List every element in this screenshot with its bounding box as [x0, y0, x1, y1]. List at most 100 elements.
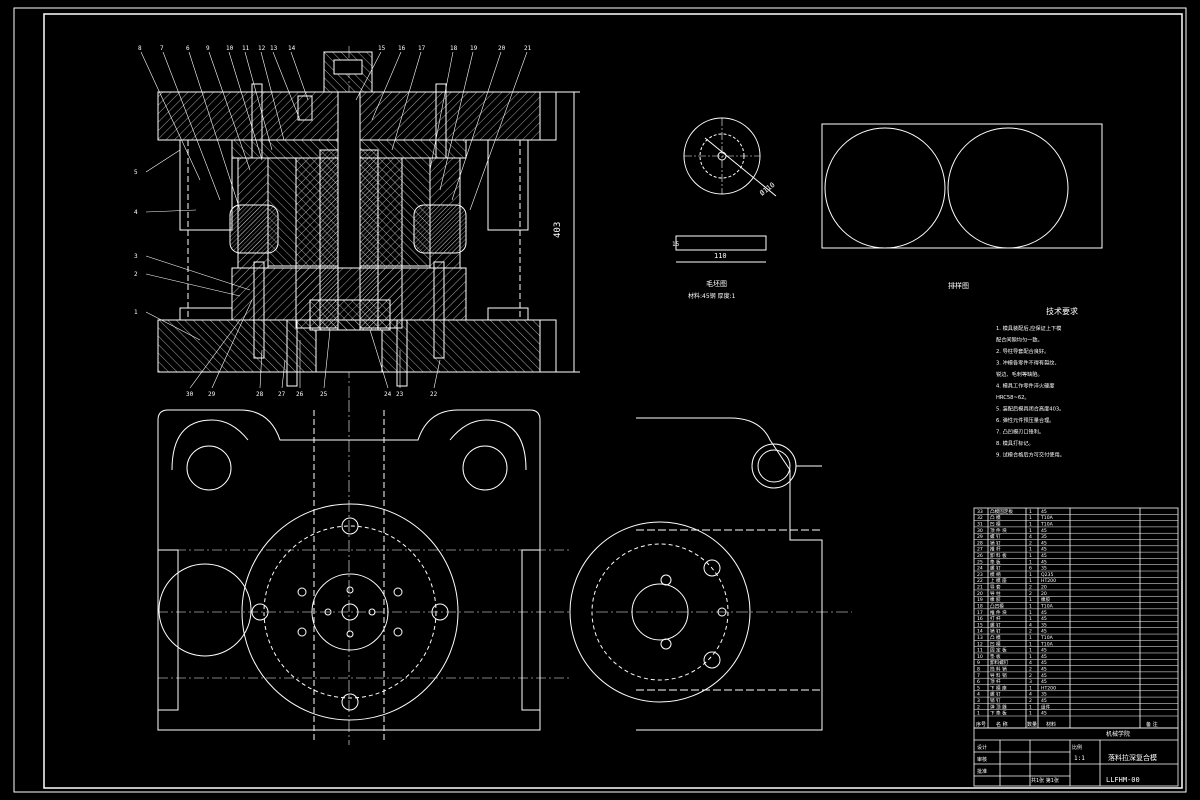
bom-cell: 15 — [977, 622, 983, 628]
dim-height: 403 — [553, 222, 563, 238]
partial-view — [569, 417, 852, 731]
bom-cell: 8 — [977, 666, 980, 672]
layout-caption: 排样图 — [948, 281, 969, 290]
bom-cell: 螺 钉 — [990, 691, 1001, 698]
bom-header-cell: 名 称 — [996, 721, 1008, 728]
bom-cell: 挡 料 销 — [990, 665, 1007, 672]
bom-cell: 2 — [1029, 591, 1032, 597]
callout-number: 28 — [256, 391, 264, 398]
bom-cell: 4 — [1029, 692, 1032, 698]
bom-cell: 4 — [1029, 534, 1032, 540]
plan-view — [157, 400, 570, 745]
title-label-approve: 批准 — [977, 768, 987, 775]
bom-cell: 凸 模 — [990, 514, 1001, 521]
callout-leader — [145, 311, 201, 341]
tech-req-line: 配合间隙均匀一致。 — [996, 336, 1043, 344]
bom-cell: 橡 胶 — [990, 596, 1001, 603]
callout-number: 1 — [134, 309, 138, 316]
inner-border — [43, 13, 1183, 789]
bom-cell: 销 钉 — [990, 539, 1001, 546]
bom-cell: 22 — [977, 578, 983, 584]
bom-cell: 固 定 板 — [990, 647, 1007, 654]
bom-cell: 1 — [1029, 616, 1032, 622]
bom-cell: 1 — [1029, 515, 1032, 521]
callout-leader — [439, 51, 474, 191]
bom-cell: 组件 — [1041, 703, 1051, 710]
bom-cell: 2 — [1029, 666, 1032, 672]
callout-number: 24 — [384, 391, 392, 398]
bom-cell: 1 — [1029, 654, 1032, 660]
callout-leader — [189, 319, 241, 389]
bom-cell: 凸模固定板 — [990, 508, 1013, 515]
bom-cell: HT200 — [1041, 578, 1056, 584]
callout-leader — [371, 51, 402, 121]
tech-req-line: 8. 模具打标记。 — [996, 439, 1034, 447]
bom-cell: 推 杆 — [990, 546, 1001, 553]
callout-leader — [140, 51, 201, 181]
bom-cell: 1 — [1029, 648, 1032, 654]
bom-cell: 1 — [1029, 597, 1032, 603]
bom-cell: 35 — [1041, 692, 1047, 698]
bom-cell: 凸 模 — [990, 634, 1001, 641]
callout-number: 16 — [398, 45, 406, 52]
bom-cell: 35 — [1041, 534, 1047, 540]
callout-number: 23 — [396, 391, 404, 398]
bom-cell: 顶 件 块 — [990, 527, 1007, 534]
bom-cell: 20 — [1041, 585, 1047, 591]
callout-leader — [429, 51, 454, 171]
callout-leader — [433, 359, 441, 389]
tech-req-line: 7. 凸凹模刃口锋利。 — [996, 428, 1044, 436]
callout-leader — [145, 209, 197, 213]
callout-number: 27 — [278, 391, 286, 398]
bom-cell: 卸 料 板 — [990, 552, 1007, 559]
tech-req-line: 2. 导柱导套配合良好。 — [996, 347, 1049, 355]
bom-cell: 垫 板 — [990, 653, 1001, 660]
callout-number: 10 — [226, 45, 234, 52]
bom-cell: 卸料螺钉 — [990, 659, 1009, 666]
callout-number: 22 — [430, 391, 438, 398]
bom-cell: 1 — [1029, 528, 1032, 534]
bom-cell: 27 — [977, 547, 983, 553]
callout-number: 29 — [208, 391, 216, 398]
callout-number: 15 — [378, 45, 386, 52]
bom-cell: 35 — [1041, 622, 1047, 628]
tech-req-line: 9. 试模合格后方可交付使用。 — [996, 451, 1065, 459]
bom-cell: 17 — [977, 610, 983, 616]
bom-cell: 6 — [1029, 566, 1032, 572]
callout-leader — [145, 273, 241, 297]
bom-cell: 1 — [1029, 635, 1032, 641]
bom-cell: 螺 钉 — [990, 565, 1001, 572]
tech-req-lines: 1. 模具装配后,应保证上下模 配合间隙均匀一致。2. 导柱导套配合良好。3. … — [996, 324, 1065, 459]
bom-cell: 2 — [1029, 698, 1032, 704]
bom-cell: 导 套 — [990, 584, 1001, 591]
bom-header-cell: 备 注 — [1146, 721, 1158, 728]
tech-req-line: HRC58~62。 — [996, 395, 1030, 401]
bom-cell: T10A — [1040, 515, 1054, 521]
bom-cell: 45 — [1041, 673, 1047, 679]
callout-leader — [260, 51, 285, 141]
bom-cell: 45 — [1041, 540, 1047, 546]
tech-req-line: 4. 模具工作零件淬火硬度 — [996, 382, 1054, 390]
title-label-check: 审核 — [977, 756, 987, 763]
bom-cell: 推 件 块 — [990, 609, 1007, 616]
bom-cell: 45 — [1041, 648, 1047, 654]
title-scale: 1:1 — [1074, 755, 1085, 762]
bom-cell: 凹 模 — [990, 640, 1001, 647]
bom-table-frame — [973, 507, 1179, 729]
bom-cell: 弹 顶 器 — [990, 703, 1007, 710]
bom-cell: 45 — [1041, 547, 1047, 553]
bom-cell: 33 — [977, 509, 983, 515]
bom-cell: 2 — [1029, 673, 1032, 679]
bom-cell: 13 — [977, 635, 983, 641]
bom-cell: 45 — [1041, 509, 1047, 515]
bom-cell: 打 杆 — [990, 615, 1001, 622]
callout-leader — [272, 51, 301, 121]
bom-cell: 螺 钉 — [990, 533, 1001, 540]
callout-number: 21 — [524, 45, 532, 52]
blank-caption: 毛坯图 — [706, 279, 727, 288]
bom-cell: 垫 板 — [990, 558, 1001, 565]
bom-cell: 1 — [1029, 711, 1032, 717]
blank-drawing — [675, 117, 777, 263]
bom-cell: 1 — [1029, 641, 1032, 647]
